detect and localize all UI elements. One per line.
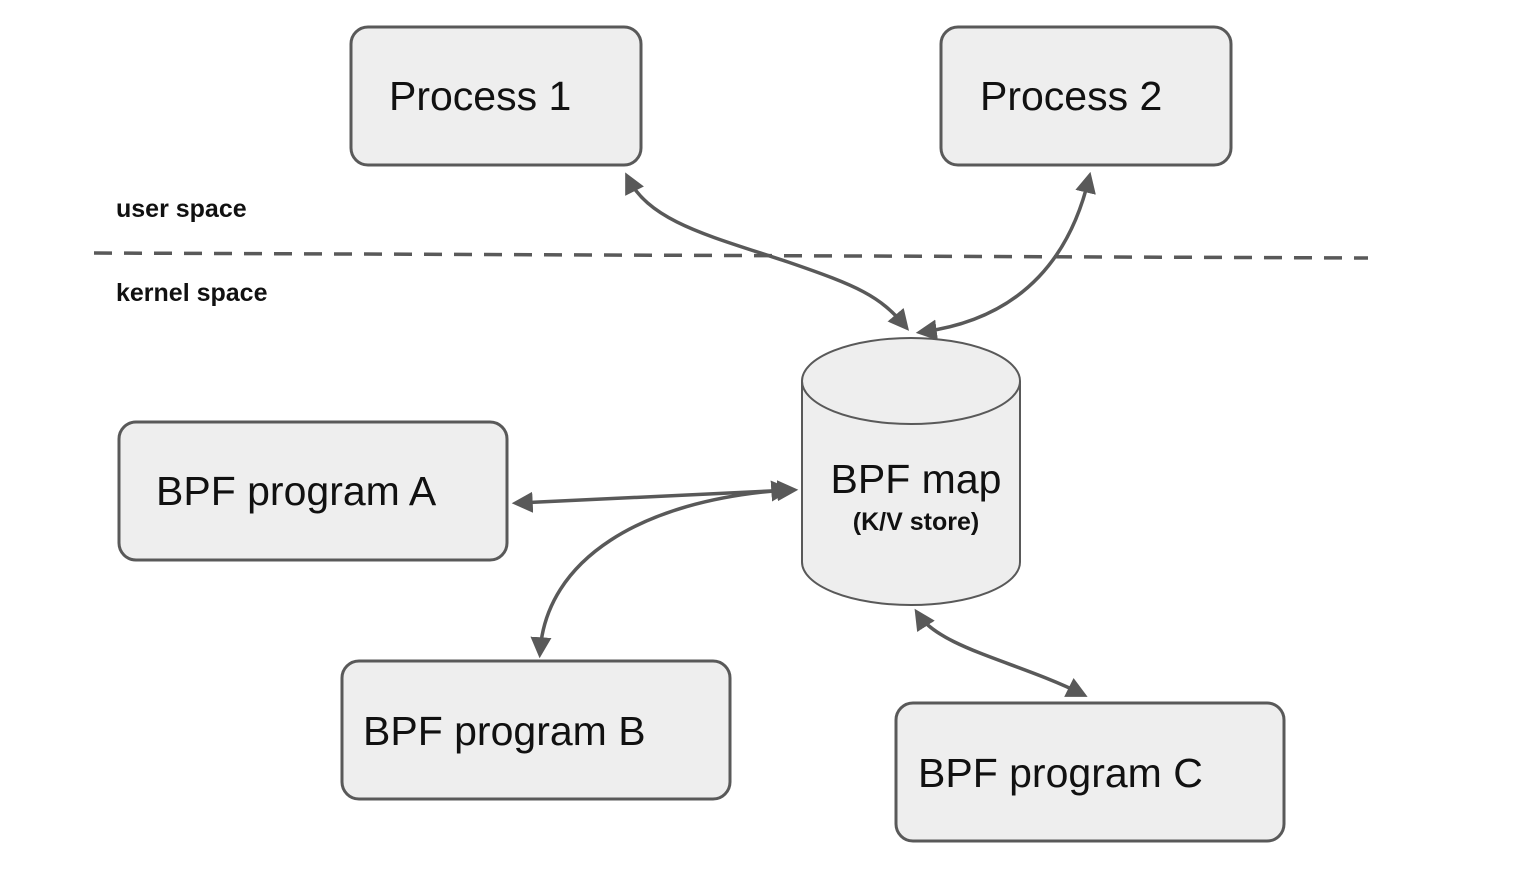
edge-process-2-bpf-map [915, 171, 1096, 341]
bpf-program-c-label: BPF program C [918, 750, 1203, 796]
bpf-map-sublabel: (K/V store) [853, 508, 979, 536]
bpf-map-cylinder [801, 381, 1021, 606]
process-2-node: Process 2 [939, 25, 1233, 167]
edge-program-b-bpf-map [530, 480, 793, 659]
bpf-map-cylinder-top [801, 337, 1021, 425]
bpf-map-label: BPF map [831, 456, 1002, 502]
edge-process-1-bpf-map [625, 172, 910, 331]
process-1-node: Process 1 [349, 25, 643, 167]
bpf-map-node: BPF map (K/V store) [801, 337, 1021, 606]
bpf-program-b-node: BPF program B [340, 659, 732, 801]
bpf-program-a-label: BPF program A [156, 468, 437, 514]
process-1-label: Process 1 [389, 73, 571, 119]
kernel-space-label: kernel space [116, 279, 268, 307]
bpf-program-b-label: BPF program B [363, 708, 646, 754]
process-2-label: Process 2 [980, 73, 1162, 119]
bpf-program-a-node: BPF program A [117, 420, 509, 562]
user-kernel-divider [93, 251, 1369, 260]
bpf-program-c-node: BPF program C [894, 701, 1286, 843]
user-space-label: user space [116, 195, 247, 223]
edge-program-c-bpf-map [914, 608, 1088, 697]
